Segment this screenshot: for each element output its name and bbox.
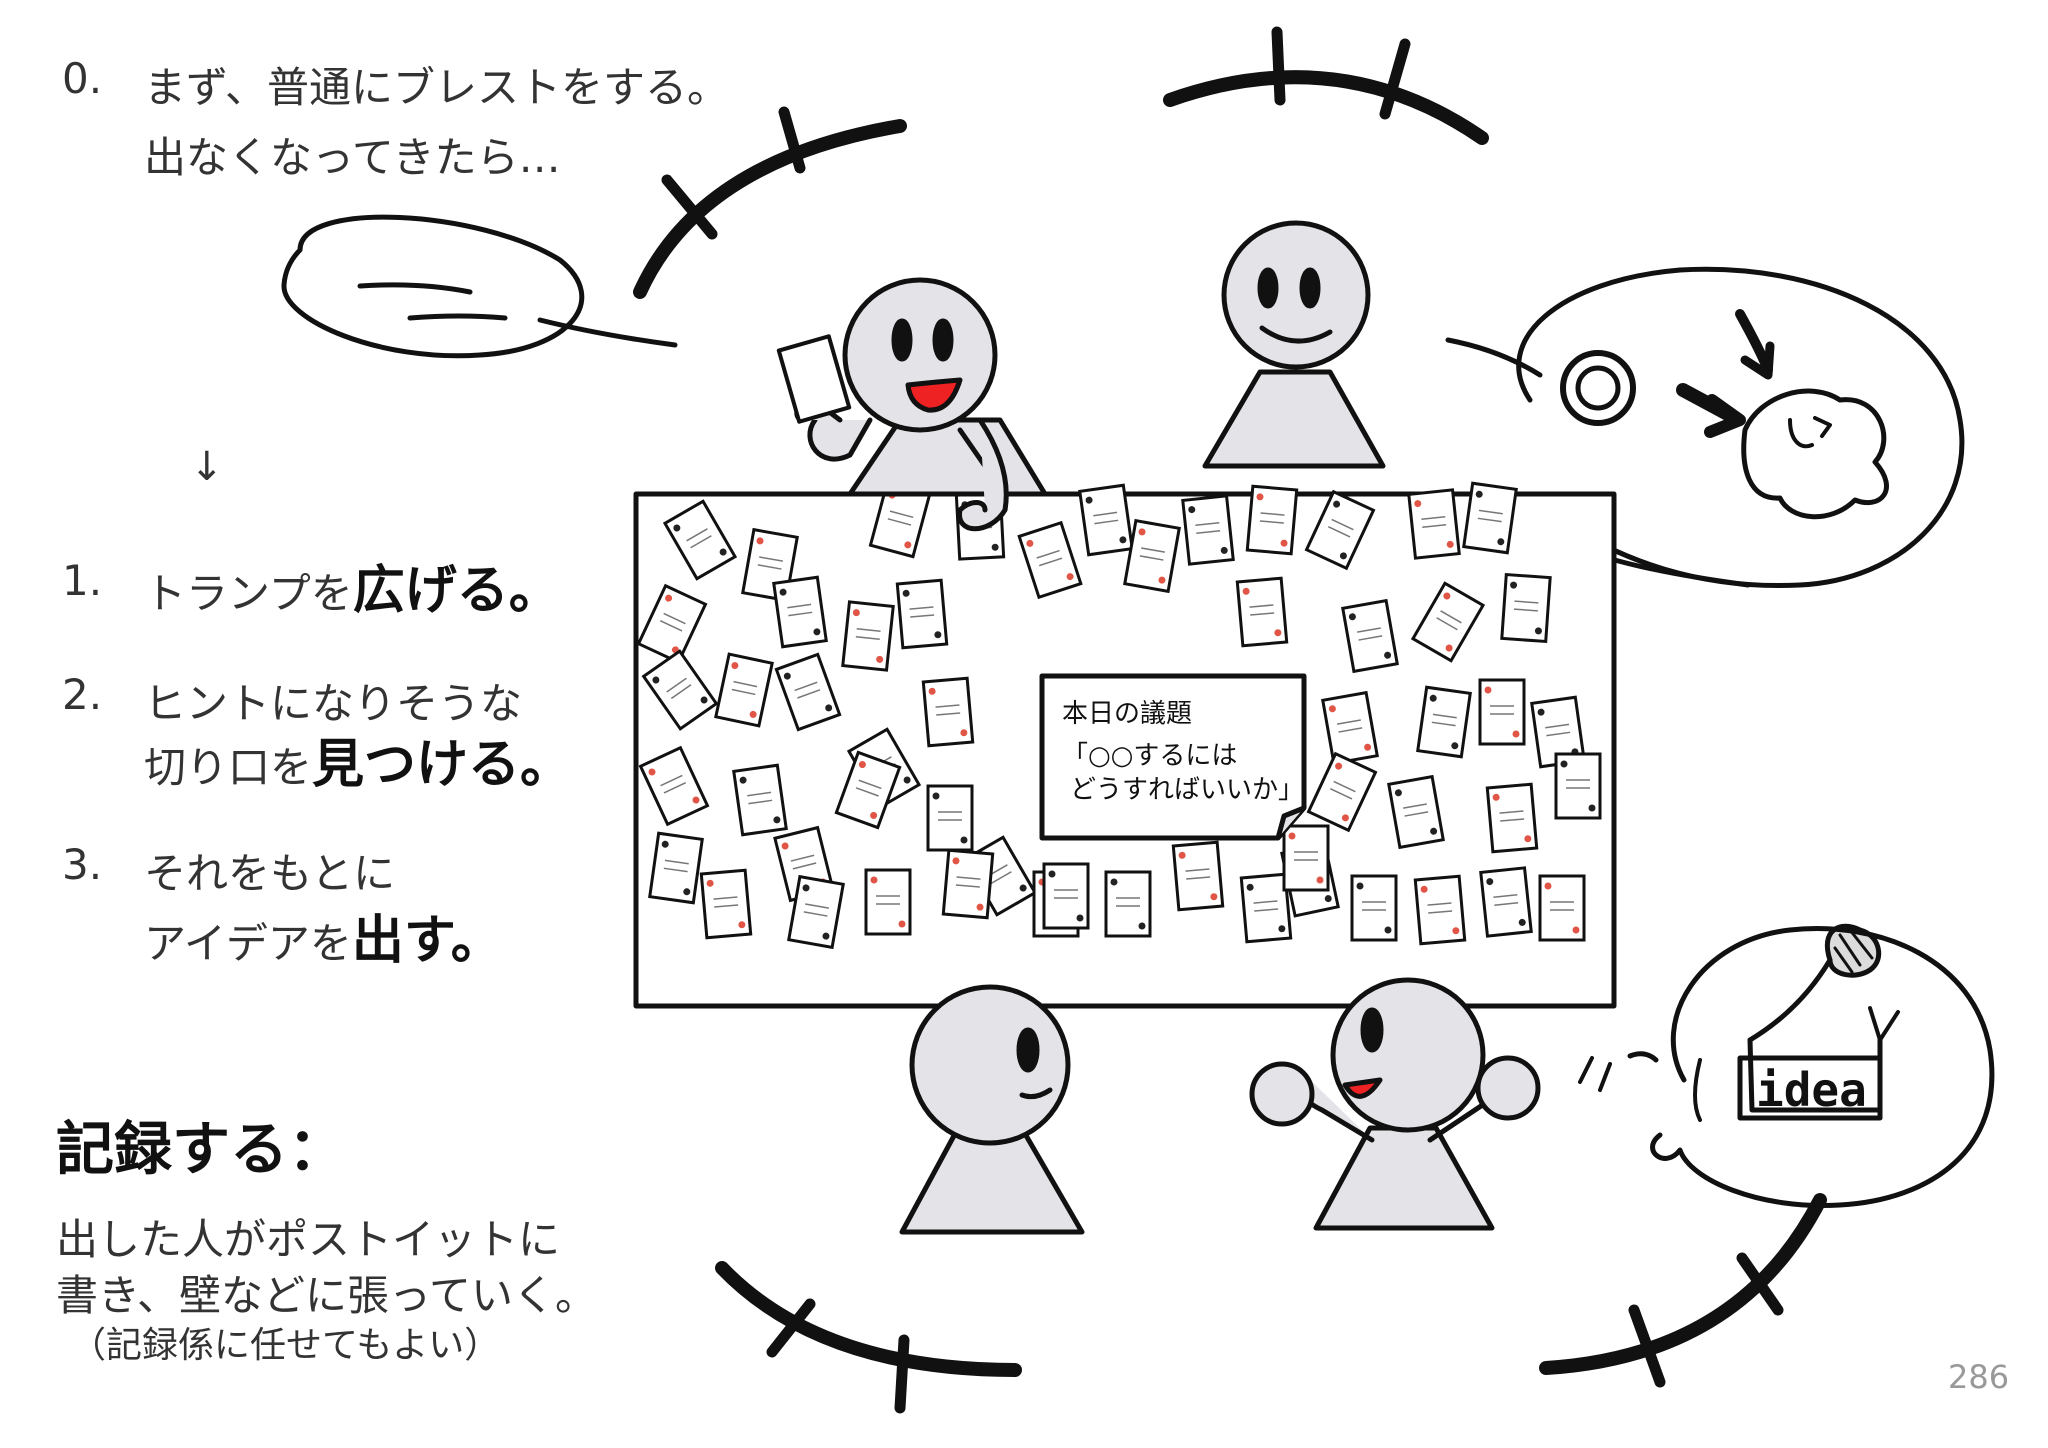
playing-card: [941, 848, 995, 920]
agenda-line1: 「○○するには: [1062, 741, 1237, 771]
record-line1: 出した人がポストイットに: [56, 1215, 561, 1264]
step1-emphasis: 広げる。: [352, 561, 561, 621]
playing-cards: [636, 481, 1602, 950]
record-line3: （記録係に任せてもよい）: [70, 1325, 501, 1366]
step2-label: 切り口を: [144, 743, 313, 792]
playing-card: [864, 868, 912, 936]
agenda-line2: どうすればいいか」: [1070, 775, 1304, 805]
figure-top-left: [776, 277, 1048, 532]
playing-card: [787, 874, 845, 950]
down-arrow: ↓: [190, 444, 224, 490]
playing-card: [641, 649, 719, 731]
playing-card: [1042, 862, 1090, 930]
agenda-note: [1039, 673, 1307, 841]
playing-card: [648, 831, 704, 905]
playing-card: [1304, 489, 1376, 571]
playing-card: [1387, 774, 1445, 850]
playing-card: [732, 763, 788, 837]
playing-card: [662, 499, 738, 581]
playing-card: [699, 868, 753, 940]
playing-card: [1078, 483, 1134, 557]
playing-card: [1239, 872, 1293, 944]
playing-card: [1410, 581, 1486, 663]
playing-card: [1478, 678, 1526, 746]
playing-card: [1413, 874, 1467, 946]
playing-card: [921, 676, 975, 748]
step0-number: 0.: [62, 54, 103, 103]
playing-card: [772, 575, 828, 649]
playing-card: [1554, 752, 1602, 820]
playing-card: [774, 652, 842, 732]
playing-card: [1462, 481, 1518, 555]
playing-card: [636, 583, 708, 665]
step2-line2: 切り口を見つける。: [144, 722, 572, 797]
playing-card: [834, 750, 902, 830]
wall-arc-top-right: [1163, 26, 1489, 145]
idea-label: idea: [1756, 1063, 1867, 1117]
wall-arc-bottom-right: [1539, 1193, 1827, 1388]
step0-line1: まず、普通にブレストをする。: [144, 63, 730, 112]
record-line2: 書き、壁などに張っていく。: [56, 1271, 597, 1320]
playing-card: [1479, 866, 1533, 938]
playing-card: [714, 652, 774, 728]
playing-card: [841, 600, 895, 672]
playing-card: [1282, 824, 1330, 892]
playing-card: [1407, 488, 1461, 560]
playing-card: [1245, 484, 1299, 556]
playing-card: [1538, 874, 1586, 942]
step2-number: 2.: [62, 670, 103, 719]
step3-emphasis: 出す。: [351, 911, 503, 971]
record-heading: 記録する：: [56, 1115, 347, 1183]
figure-top-center: [1202, 220, 1386, 469]
playing-card: [1321, 690, 1379, 766]
thought-bubble-right: [1445, 266, 1965, 589]
step1-text: トランプを広げる。: [144, 548, 561, 623]
page-number: 286: [1948, 1358, 2010, 1396]
playing-card: [1500, 572, 1552, 644]
playing-card: [1306, 751, 1378, 833]
playing-card: [1350, 874, 1398, 942]
playing-card: [1017, 520, 1083, 600]
playing-card: [638, 745, 710, 827]
wall-arc-bottom-left: [715, 1261, 1022, 1414]
idea-bubble: [1578, 923, 1995, 1209]
step1-number: 1.: [62, 556, 103, 605]
playing-card: [1341, 598, 1399, 674]
step3-line1: それをもとに: [144, 849, 396, 898]
figure-bottom-right: [1249, 977, 1541, 1231]
playing-card: [1104, 870, 1152, 938]
step2-emphasis: 見つける。: [312, 735, 573, 795]
playing-card: [895, 578, 949, 650]
step0-line2: 出なくなってきたら…: [144, 133, 561, 182]
step1-label: トランプを: [144, 569, 353, 618]
agenda-title: 本日の議題: [1062, 699, 1192, 729]
playing-card: [1123, 518, 1181, 594]
playing-card: [1530, 695, 1586, 769]
step3-label: アイデアを: [144, 919, 352, 968]
figure-bottom-left: [899, 984, 1085, 1235]
wall-arc-top-left: [633, 106, 907, 299]
playing-card: [1171, 840, 1225, 912]
step3-line2: アイデアを出す。: [144, 898, 503, 973]
step2-line1: ヒントになりそうな: [144, 679, 523, 728]
playing-card: [1416, 685, 1472, 759]
playing-card: [926, 784, 974, 852]
playing-card: [1485, 782, 1539, 854]
step3-number: 3.: [62, 840, 103, 889]
playing-card: [1181, 494, 1235, 566]
speech-bubble-left: [281, 214, 678, 359]
playing-card: [1235, 576, 1289, 648]
